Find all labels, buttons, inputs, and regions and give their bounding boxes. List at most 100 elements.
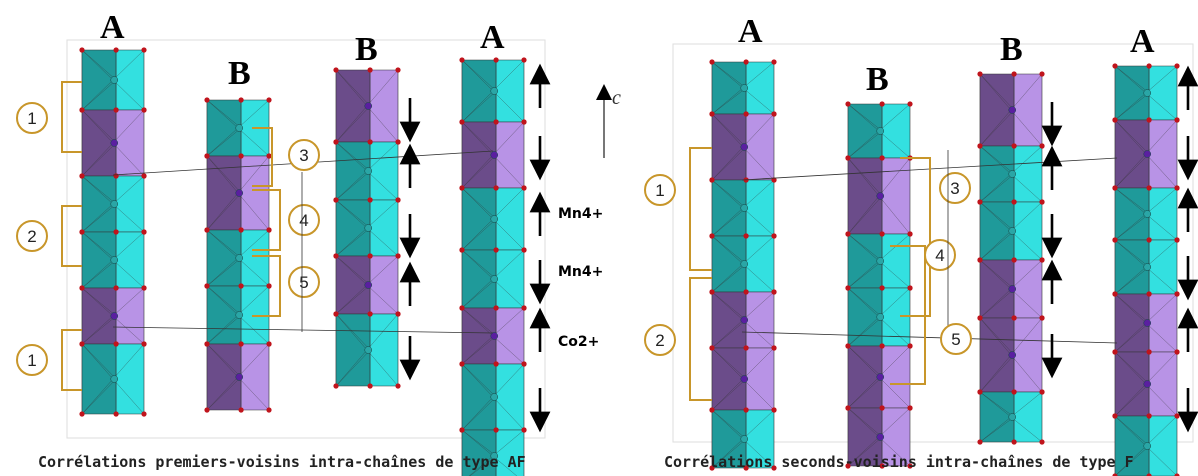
oxygen-vertex xyxy=(1011,71,1017,77)
oxygen-vertex xyxy=(521,119,527,125)
oxygen-vertex xyxy=(79,107,85,113)
right-chain-a1-octahedron-6 xyxy=(709,345,777,413)
chain-label-a-right-2: A xyxy=(1130,23,1155,60)
oxygen-vertex xyxy=(771,407,777,413)
left-chain-a1-octahedron-6 xyxy=(79,341,147,417)
left-chain-a2-octahedron-1 xyxy=(459,57,527,125)
oxygen-vertex xyxy=(113,229,119,235)
oxygen-vertex xyxy=(521,361,527,367)
right-chain-a1-octahedron-7 xyxy=(709,407,777,471)
left-chain-a2-octahedron-2 xyxy=(459,119,527,191)
oxygen-vertex xyxy=(845,463,851,469)
left-caption: Corrélations premiers-voisins intra-chaî… xyxy=(38,453,526,471)
oxygen-vertex xyxy=(1112,63,1118,69)
oxygen-vertex xyxy=(521,305,527,311)
oxygen-vertex xyxy=(1112,291,1118,297)
chain-label-b-right-1: B xyxy=(866,61,889,98)
oxygen-vertex xyxy=(743,111,749,117)
oxygen-vertex xyxy=(1146,413,1152,419)
oxygen-vertex xyxy=(977,199,983,205)
oxygen-vertex xyxy=(1146,185,1152,191)
oxygen-vertex xyxy=(395,253,401,259)
chain-label-b-left-1: B xyxy=(228,55,251,92)
oxygen-vertex xyxy=(1174,185,1180,191)
oxygen-vertex xyxy=(238,283,244,289)
left-chain-a2-octahedron-3 xyxy=(459,185,527,253)
right-chain-b1-octahedron-3 xyxy=(845,231,913,291)
oxygen-vertex xyxy=(845,101,851,107)
oxygen-vertex xyxy=(977,143,983,149)
left-corr-5-text: 5 xyxy=(299,273,308,292)
right-chain-b2-octahedron-1 xyxy=(977,71,1045,149)
oxygen-vertex xyxy=(1039,199,1045,205)
oxygen-vertex xyxy=(141,47,147,53)
oxygen-vertex xyxy=(845,343,851,349)
oxygen-vertex xyxy=(493,427,499,433)
left-corr-1b xyxy=(16,344,48,376)
oxygen-vertex xyxy=(333,67,339,73)
oxygen-vertex xyxy=(1112,185,1118,191)
oxygen-vertex xyxy=(1112,413,1118,419)
left-bracket-1b xyxy=(61,329,82,391)
left-chain-b2-octahedron-2 xyxy=(333,139,401,203)
oxygen-vertex xyxy=(771,177,777,183)
oxygen-vertex xyxy=(1174,349,1180,355)
oxygen-vertex xyxy=(743,233,749,239)
oxygen-vertex xyxy=(493,247,499,253)
oxygen-vertex xyxy=(521,247,527,253)
oxygen-vertex xyxy=(1174,291,1180,297)
oxygen-vertex xyxy=(1146,237,1152,243)
right-chain-a1-octahedron-3 xyxy=(709,177,777,239)
right-bracket-3 xyxy=(900,157,931,317)
oxygen-vertex xyxy=(493,185,499,191)
oxygen-vertex xyxy=(113,173,119,179)
oxygen-vertex xyxy=(333,311,339,317)
oxygen-vertex xyxy=(395,383,401,389)
right-chain-a2-octahedron-5 xyxy=(1112,291,1180,355)
right-corr-5 xyxy=(940,323,972,355)
right-chain-a1-octahedron-2 xyxy=(709,111,777,183)
oxygen-vertex xyxy=(459,305,465,311)
right-chain-a2-octahedron-7 xyxy=(1112,413,1180,476)
oxygen-vertex xyxy=(493,57,499,63)
oxygen-vertex xyxy=(743,59,749,65)
oxygen-vertex xyxy=(141,107,147,113)
oxygen-vertex xyxy=(743,407,749,413)
oxygen-vertex xyxy=(395,311,401,317)
oxygen-vertex xyxy=(266,153,272,159)
right-chain-a2-octahedron-3 xyxy=(1112,185,1180,243)
left-chain-a1-octahedron-4 xyxy=(79,229,147,291)
oxygen-vertex xyxy=(521,57,527,63)
oxygen-vertex xyxy=(113,107,119,113)
left-chain-a1-octahedron-1 xyxy=(79,47,147,113)
right-corr-4-text: 4 xyxy=(935,246,944,265)
octahedra-chains xyxy=(79,47,1180,476)
oxygen-vertex xyxy=(113,341,119,347)
left-chain-b2-octahedron-5 xyxy=(333,311,401,389)
oxygen-vertex xyxy=(493,119,499,125)
oxygen-vertex xyxy=(1011,143,1017,149)
oxygen-vertex xyxy=(907,405,913,411)
oxygen-vertex xyxy=(907,285,913,291)
left-corr-3-text: 3 xyxy=(299,146,308,165)
oxygen-vertex xyxy=(709,111,715,117)
oxygen-vertex xyxy=(1039,439,1045,445)
oxygen-vertex xyxy=(977,439,983,445)
oxygen-vertex xyxy=(204,153,210,159)
right-chain-b2-octahedron-4 xyxy=(977,257,1045,321)
left-bracket-4 xyxy=(252,189,281,251)
oxygen-vertex xyxy=(709,465,715,471)
left-bracket-1a xyxy=(61,81,82,153)
left-chain-a1-octahedron-2 xyxy=(79,107,147,179)
right-chain-b1-octahedron-6 xyxy=(845,405,913,469)
left-corr-4-text: 4 xyxy=(299,211,308,230)
oxygen-vertex xyxy=(1011,315,1017,321)
oxygen-vertex xyxy=(977,71,983,77)
oxygen-vertex xyxy=(79,411,85,417)
right-corr-2-text: 2 xyxy=(655,331,664,350)
oxygen-vertex xyxy=(1174,117,1180,123)
left-bracket-3 xyxy=(252,127,273,187)
oxygen-vertex xyxy=(1146,349,1152,355)
left-corr-5 xyxy=(288,266,320,298)
oxygen-vertex xyxy=(395,139,401,145)
